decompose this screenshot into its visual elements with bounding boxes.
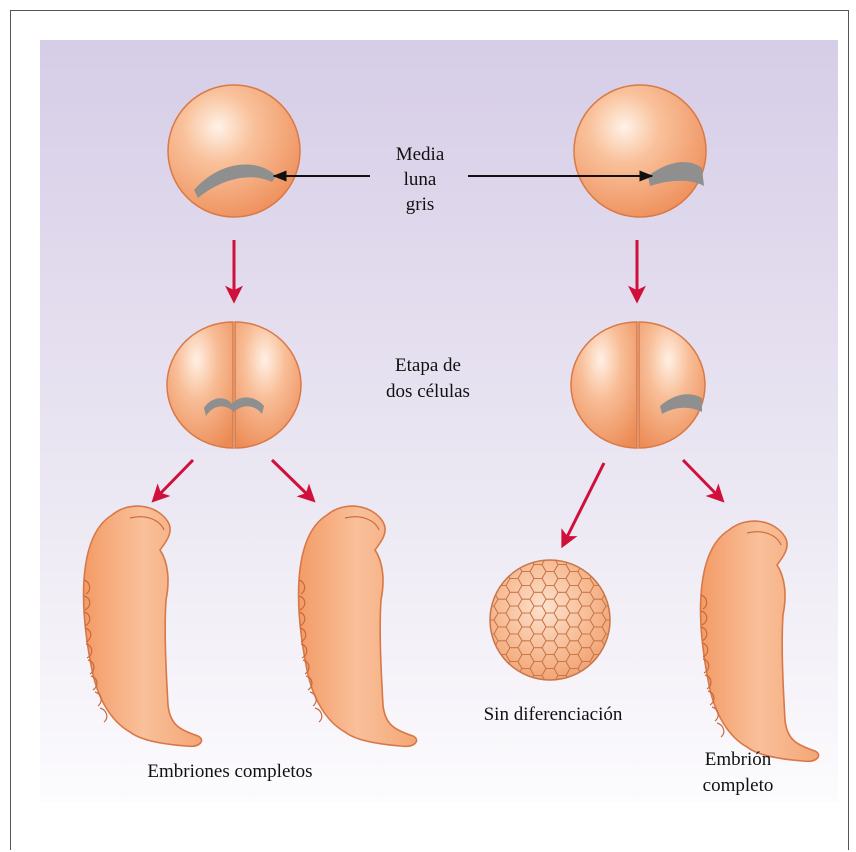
- label-etapa-de: Etapa de: [395, 355, 461, 376]
- label-embriones-completos: Embriones completos: [147, 761, 312, 782]
- label-gris: gris: [406, 194, 435, 215]
- label-media: Media: [396, 144, 445, 165]
- egg-right: [574, 85, 706, 217]
- label-dos-celulas: dos células: [386, 381, 470, 402]
- label-embrion: Embrión: [705, 749, 772, 770]
- label-completo: completo: [703, 775, 774, 796]
- egg-left: [168, 85, 300, 217]
- label-sin-diferenciacion: Sin diferenciación: [484, 704, 623, 725]
- label-luna: luna: [404, 169, 437, 190]
